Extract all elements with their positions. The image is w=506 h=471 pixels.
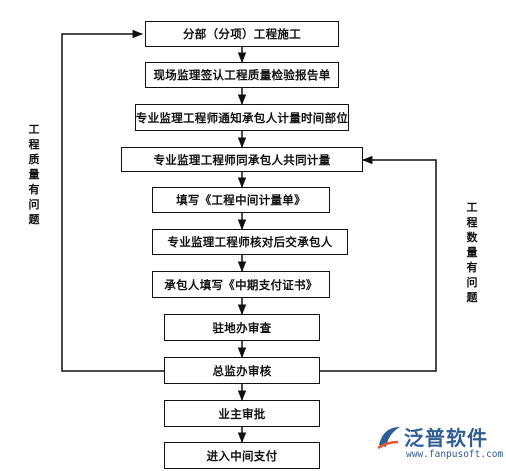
- step-chief-supervisor-audit: 总监办审核: [164, 357, 320, 384]
- step-engineer-verify: 专业监理工程师核对后交承包人: [152, 229, 348, 255]
- step-payment-certificate: 承包人填写《中期支付证书》: [152, 271, 330, 298]
- step-fill-measurement-form: 填写《工程中间计量单》: [152, 187, 330, 213]
- step-resident-office-review: 驻地办审查: [164, 314, 320, 341]
- right-loop-label: 工程数量有问题: [466, 201, 478, 304]
- brand-logo-icon: [377, 427, 400, 450]
- step-interim-payment: 进入中间支付: [164, 442, 320, 469]
- right-loop-connector: [320, 155, 437, 372]
- left-loop-connector: [61, 29, 164, 372]
- step-joint-measurement: 专业监理工程师同承包人共同计量: [121, 147, 363, 172]
- left-loop-label: 工程质量有问题: [28, 123, 40, 226]
- step-construction: 分部（分项）工程施工: [145, 21, 339, 47]
- step-owner-approval: 业主审批: [164, 400, 320, 427]
- brand-name: 泛普软件: [404, 426, 488, 450]
- brand-watermark: 泛普软件 www.fanpusoft.com: [376, 422, 504, 466]
- brand-url: www.fanpusoft.com: [406, 449, 504, 460]
- step-notify-contractor: 专业监理工程师通知承包人计量时间部位: [135, 104, 349, 131]
- step-quality-report: 现场监理签认工程质量检验报告单: [145, 62, 339, 88]
